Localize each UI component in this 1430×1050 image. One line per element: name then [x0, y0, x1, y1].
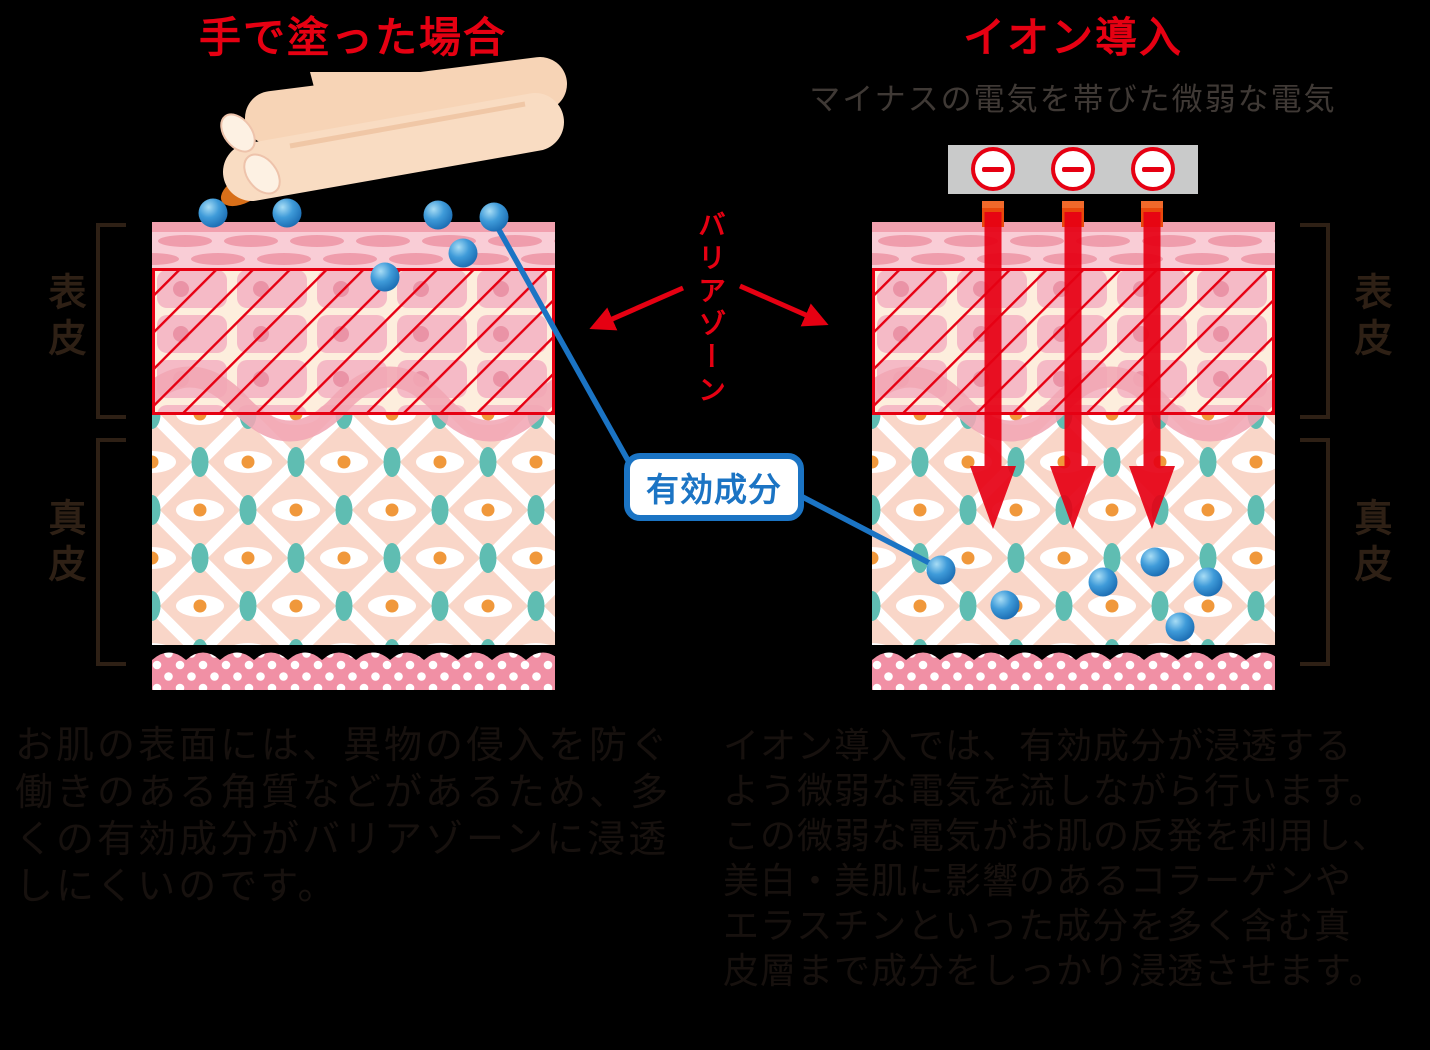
- minus-electrode-icon: [1051, 147, 1095, 191]
- caption-line: お肌の表面には、異物の侵入を防ぐ: [15, 725, 672, 767]
- bracket-epidermis-right: [1300, 223, 1330, 419]
- minus-electrode-icon: [1131, 147, 1175, 191]
- electrode-bar: [948, 145, 1198, 194]
- caption-line: イオン導入では、有効成分が浸透する: [723, 725, 1353, 766]
- epidermis-label-right: 表皮: [1348, 272, 1390, 364]
- left-caption: お肌の表面には、異物の侵入を防ぐ 働きのある角質などがあるため、多 くの有効成分…: [15, 723, 720, 911]
- fingers-icon: [220, 57, 567, 207]
- minus-icon: [1062, 166, 1084, 172]
- caption-line: くの有効成分がバリアゾーンに浸透: [15, 819, 670, 861]
- caption-line: 皮層まで成分をしっかり浸透させます。: [723, 950, 1386, 991]
- caption-line: この微弱な電気がお肌の反発を利用し、: [723, 815, 1390, 856]
- right-caption: イオン導入では、有効成分が浸透する よう微弱な電気を流しながら行います。 この微…: [723, 723, 1430, 993]
- skin-cross-section-right: [872, 222, 1275, 690]
- caption-line: 美白・美肌に影響のあるコラーゲンや: [723, 860, 1353, 901]
- caption-line: よう微弱な電気を流しながら行います。: [723, 770, 1386, 811]
- right-panel-title: イオン導入: [962, 14, 1183, 61]
- bracket-epidermis-left: [96, 223, 126, 419]
- bracket-dermis-right: [1300, 438, 1330, 666]
- skin-cross-section-left: [152, 222, 555, 690]
- caption-line: しにくいのです。: [15, 866, 339, 908]
- dermis-label-right: 真皮: [1348, 498, 1390, 590]
- left-panel-title: 手で塗った場合: [198, 14, 507, 61]
- barrier-zone-label: バリアゾーン: [695, 210, 726, 408]
- active-ingredient-callout: 有効成分: [624, 453, 804, 521]
- minus-icon: [1142, 166, 1164, 172]
- minus-electrode-icon: [971, 147, 1015, 191]
- minus-icon: [982, 166, 1004, 172]
- electrode-subtitle: マイナスの電気を帯びた微弱な電気: [809, 82, 1337, 117]
- epidermis-label-left: 表皮: [42, 272, 84, 364]
- dermis-label-left: 真皮: [42, 498, 84, 590]
- caption-line: エラスチンといった成分を多く含む真: [723, 905, 1352, 946]
- bracket-dermis-left: [96, 438, 126, 666]
- caption-line: 働きのある角質などがあるため、多: [15, 772, 672, 814]
